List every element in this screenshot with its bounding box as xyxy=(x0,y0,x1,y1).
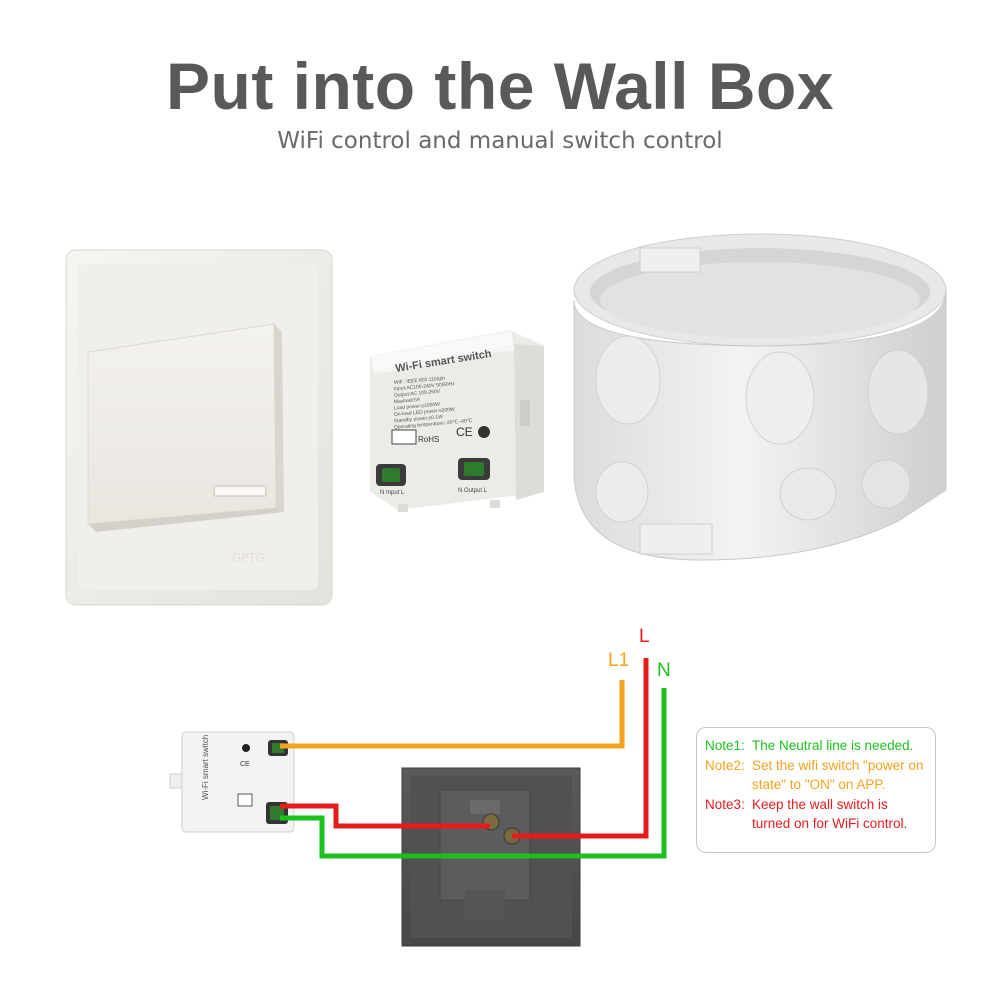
load-wire xyxy=(280,803,490,829)
note-1: Note1: The Neutral line is needed. xyxy=(705,736,929,755)
mini-module-diagram: Wi-Fi smart switch CE xyxy=(169,731,295,833)
note-2: Note2: Set the wifi switch "power on sta… xyxy=(705,756,929,794)
rohs-mark: RoHS xyxy=(418,435,439,444)
mini-module-name: Wi-Fi smart switch xyxy=(201,735,210,800)
l-label: L xyxy=(639,626,650,647)
note-1-text: The Neutral line is needed. xyxy=(752,738,914,753)
module-spec-line: Wifi : IEEE 802.11b/g/n xyxy=(394,376,446,386)
ce-mark: CE xyxy=(456,425,473,439)
note-3-text: Keep the wall switch is turned on for Wi… xyxy=(752,797,908,831)
mini-ce-mark: CE xyxy=(240,761,250,768)
note-2-label: Note2: xyxy=(705,758,745,773)
input-terminal-label: N Input L xyxy=(380,490,405,496)
page-subtitle: WiFi control and manual switch control xyxy=(277,128,723,154)
neutral-wire xyxy=(280,688,667,859)
output-terminal-label: N Output L xyxy=(458,488,488,494)
module-spec-line: Output:AC 100-250V xyxy=(394,389,441,399)
module-spec-line: Maxload:5A xyxy=(394,397,421,405)
wiring xyxy=(280,658,667,859)
line-wire xyxy=(512,658,649,839)
notes-box: Note1: The Neutral line is needed. Note2… xyxy=(696,727,936,853)
note-3-label: Note3: xyxy=(705,797,745,812)
wifi-switch-module-illustration: Wi-Fi smart switch Wifi : IEEE 802.11b/g… xyxy=(370,330,544,512)
module-spec-line: Input:AC100-240V 50/60Hz xyxy=(394,381,456,392)
note-1-label: Note1: xyxy=(705,738,745,753)
wall-switch-illustration: GPTG xyxy=(65,249,333,606)
module-spec-line: Load power:≤1000W xyxy=(394,402,441,412)
n-label: N xyxy=(657,660,671,681)
note-3: Note3: Keep the wall switch is turned on… xyxy=(705,795,929,833)
wall-box-illustration xyxy=(573,233,947,561)
l1-label: L1 xyxy=(608,650,630,671)
module-spec-line: On-load LED power:≤200W xyxy=(394,407,456,418)
page-title: Put into the Wall Box xyxy=(165,49,835,123)
note-2-text: Set the wifi switch "power on state" to … xyxy=(752,758,924,792)
module-spec-line: Standby power:≤0.1W xyxy=(394,414,444,424)
wall-switch-brand: GPTG xyxy=(232,551,265,565)
l1-wire xyxy=(280,680,625,749)
